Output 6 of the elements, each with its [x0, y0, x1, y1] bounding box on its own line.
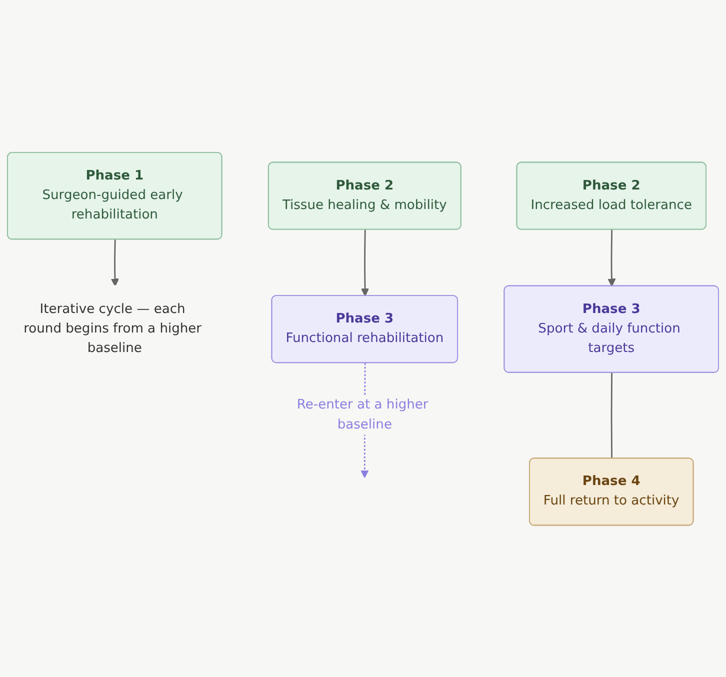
connector — [610, 372, 613, 458]
edge-label: Re-enter at a higher baseline — [296, 397, 428, 432]
arrow — [360, 229, 370, 296]
node-text: Iterative cycle — each round begins from a higher baseline — [24, 301, 202, 356]
arrow — [608, 229, 616, 286]
arrow — [110, 239, 120, 286]
